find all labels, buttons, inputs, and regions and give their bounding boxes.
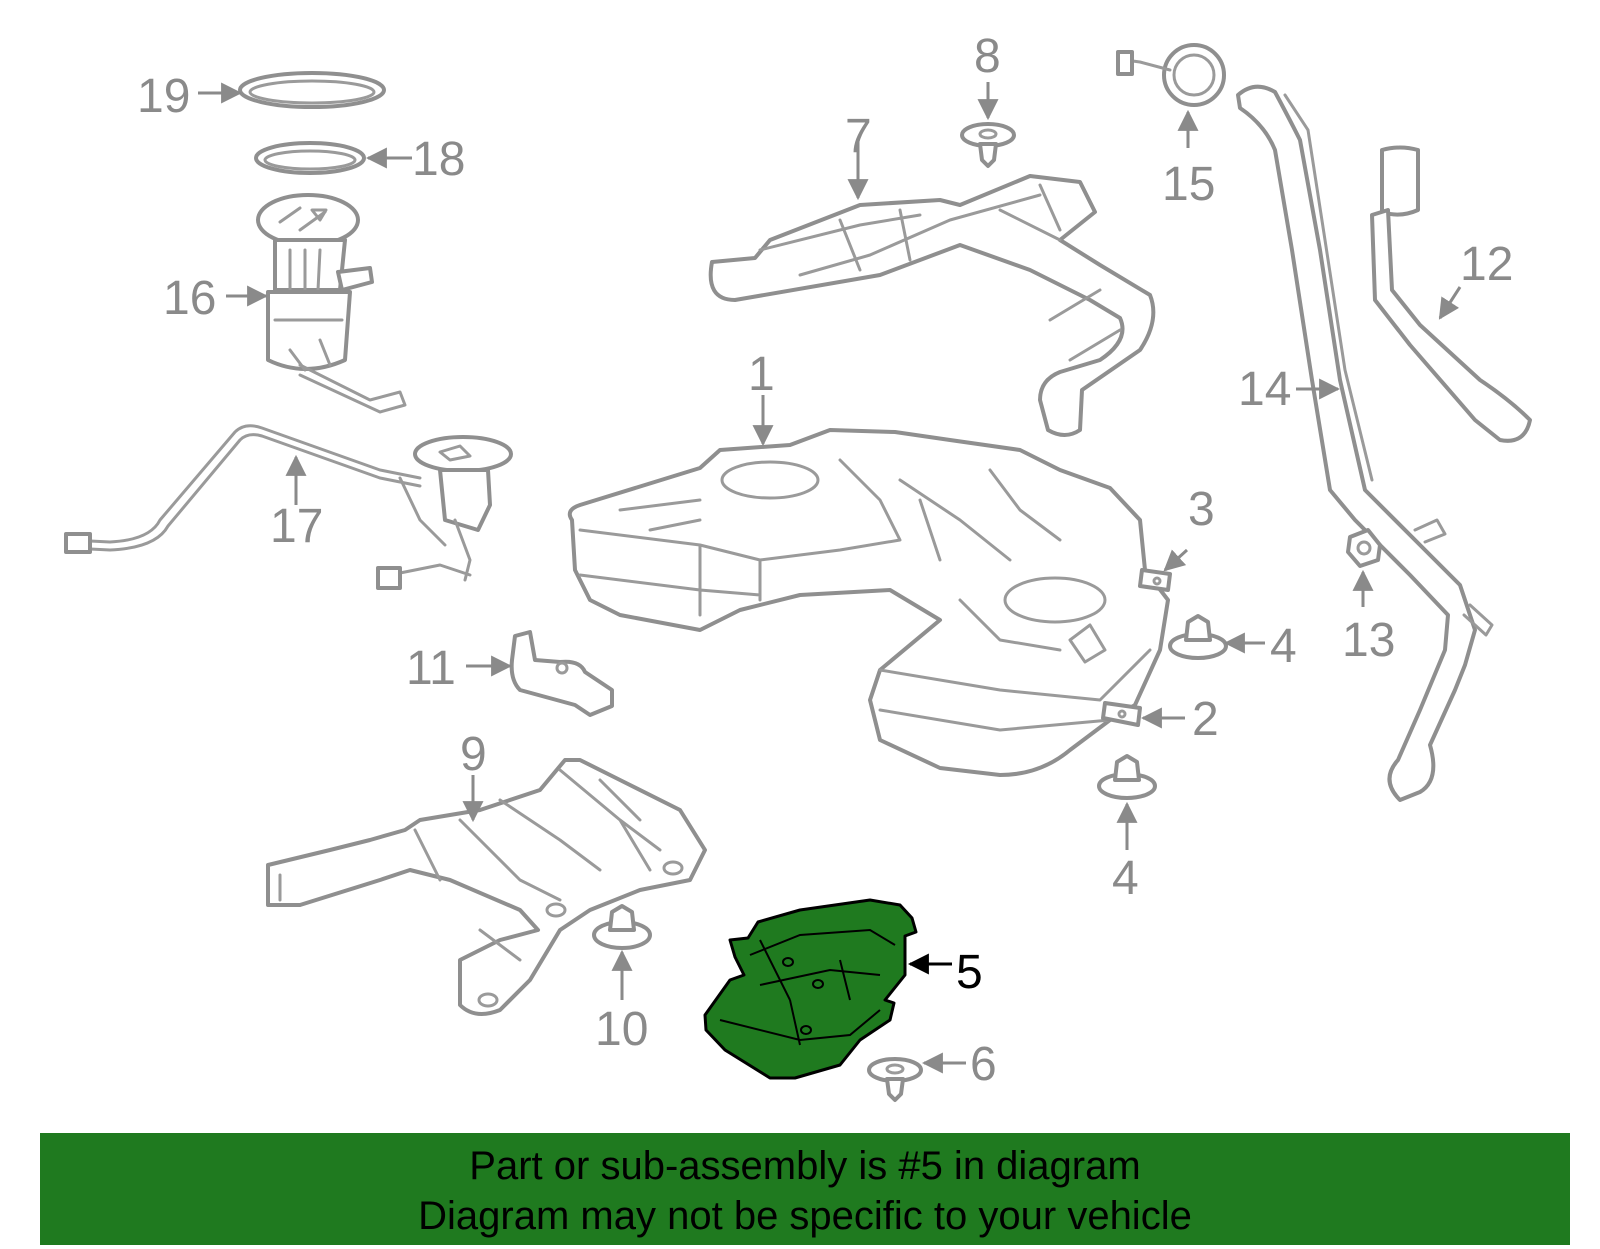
part-11-bracket <box>509 630 614 717</box>
callout-16: 16 <box>163 272 216 325</box>
callout-3: 3 <box>1188 483 1215 536</box>
part-3-bracket <box>1138 568 1172 592</box>
callout-4-upper: 4 <box>1270 620 1297 673</box>
part-17-fuel-sender <box>64 424 513 590</box>
info-banner: Part or sub-assembly is #5 in diagram Di… <box>40 1133 1570 1245</box>
part-7-heat-shield <box>708 174 1156 437</box>
part-9-heat-shield <box>266 758 707 1016</box>
callout-13: 13 <box>1342 614 1395 667</box>
callout-1: 1 <box>748 348 775 401</box>
callout-11: 11 <box>406 642 456 695</box>
part-15-fuel-cap <box>1116 43 1226 107</box>
part-14-filler-tube <box>1236 84 1494 802</box>
callout-17: 17 <box>270 500 323 553</box>
callout-14: 14 <box>1238 363 1291 416</box>
part-8-push-pin <box>960 122 1016 168</box>
callout-9: 9 <box>460 728 487 781</box>
callout-2: 2 <box>1192 693 1219 746</box>
part-4-push-nut-upper <box>1168 614 1228 660</box>
callout-7: 7 <box>845 110 872 163</box>
callout-19: 19 <box>137 70 190 123</box>
part-1-fuel-tank <box>567 428 1170 777</box>
part-12-vent-hose <box>1370 145 1532 443</box>
callout-12: 12 <box>1460 238 1513 291</box>
part-4-push-nut-lower <box>1097 754 1157 800</box>
parts-diagram: 19 18 16 17 8 7 15 12 14 1 3 13 4 11 2 9… <box>64 30 1532 1102</box>
callout-6: 6 <box>970 1038 997 1091</box>
callout-8: 8 <box>974 30 1001 83</box>
callout-15: 15 <box>1162 158 1215 211</box>
banner-line-2: Diagram may not be specific to your vehi… <box>418 1194 1192 1238</box>
part-2-bracket <box>1101 701 1142 727</box>
part-19-lock-ring <box>238 71 386 109</box>
part-18-seal-ring <box>254 141 366 175</box>
part-10-push-nut <box>592 904 652 950</box>
callout-5: 5 <box>956 946 983 999</box>
part-6-push-pin <box>867 1057 923 1102</box>
part-16-fuel-pump-module <box>256 193 407 414</box>
callout-labels: 19 18 16 17 8 7 15 12 14 1 3 13 4 11 2 9… <box>137 30 1513 1091</box>
banner-line-1: Part or sub-assembly is #5 in diagram <box>469 1144 1141 1188</box>
leader-arrows <box>198 82 1462 1074</box>
callout-18: 18 <box>412 133 465 186</box>
part-5-shield-highlighted[interactable] <box>703 898 918 1080</box>
part-13-nut <box>1346 528 1382 568</box>
callout-4-lower: 4 <box>1112 852 1139 905</box>
callout-10: 10 <box>595 1003 648 1056</box>
